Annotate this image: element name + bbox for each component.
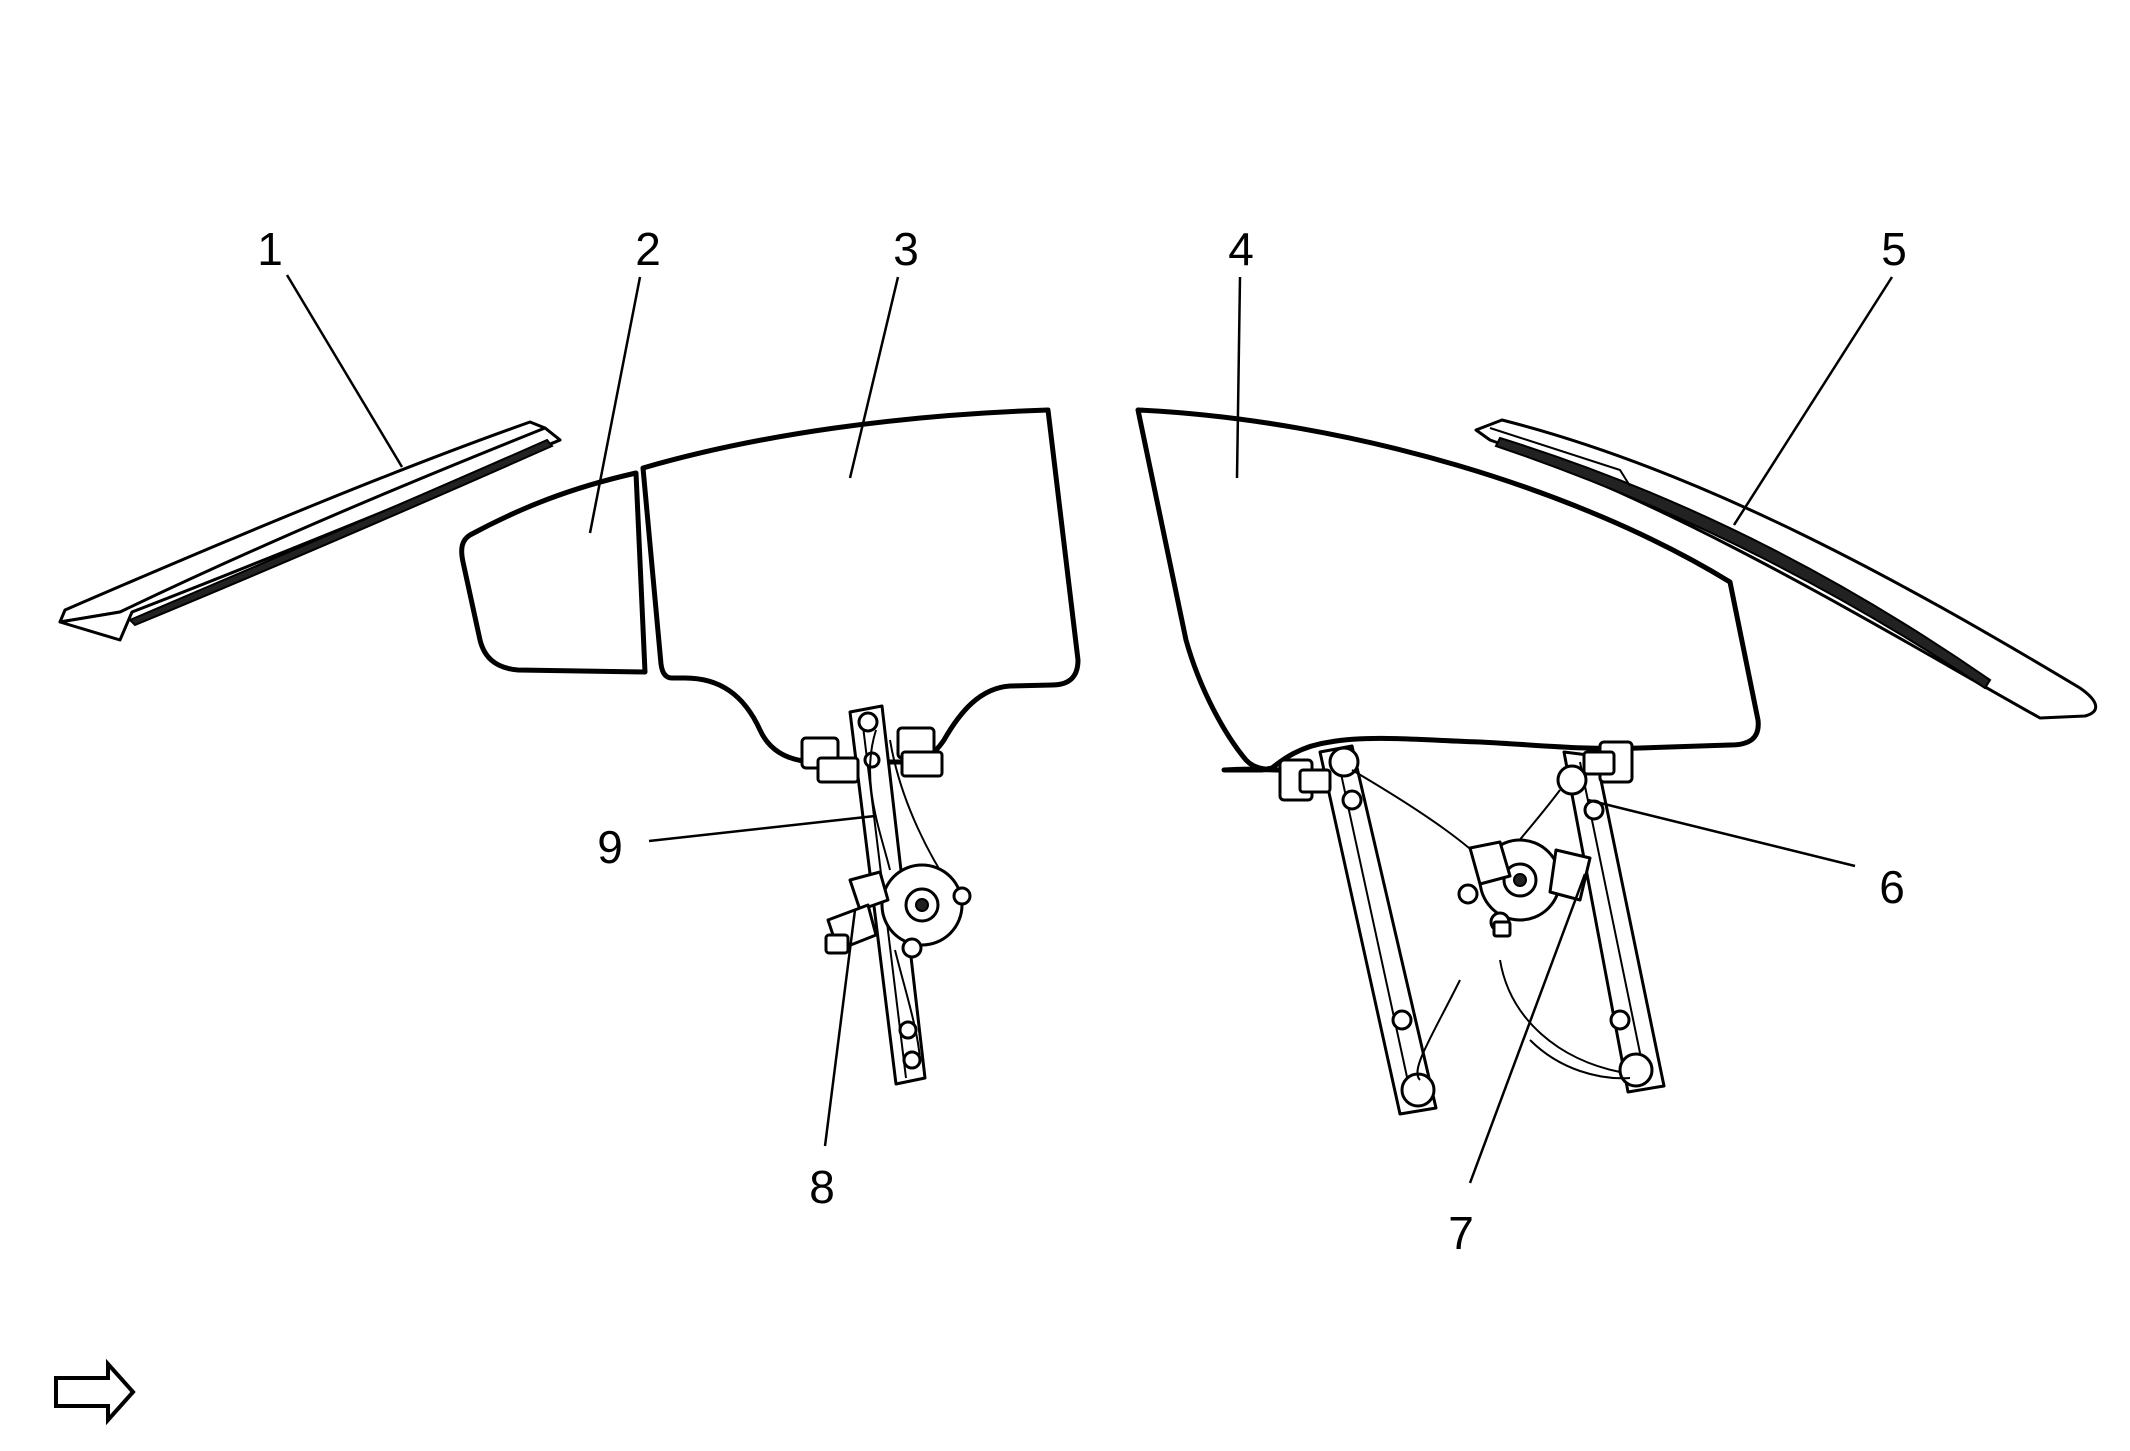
callout-1: 1 [257,223,283,275]
callout-9: 9 [597,821,623,873]
leader-2 [588,276,642,534]
callout-8: 8 [809,1161,835,1213]
part-5-window-molding-right [1474,418,2098,720]
leader-1 [285,274,404,468]
part-2-rear-stationary-glass-left [459,470,648,675]
callout-6: 6 [1879,861,1905,913]
right-window-regulator-assembly [1278,740,1666,1116]
leader-lines [285,274,1894,1184]
left-window-regulator-assembly [800,704,972,1086]
leader-8 [823,909,857,1147]
leader-5 [1732,276,1894,526]
part-4-door-window-glass-right [1135,407,1761,773]
callout-labels: 1 2 3 4 5 6 7 8 9 [257,223,1907,1259]
callout-5: 5 [1881,223,1907,275]
leader-7 [1468,873,1587,1184]
right-arrow-icon [54,1358,136,1426]
callout-7: 7 [1448,1207,1474,1259]
leader-9 [648,814,876,843]
callout-4: 4 [1228,223,1254,275]
part-1-window-molding-left [58,420,562,642]
callout-3: 3 [893,223,919,275]
callout-2: 2 [635,223,661,275]
leader-6 [1587,798,1856,868]
leader-3 [848,276,900,479]
part-3-door-window-glass-left [640,407,1081,765]
leader-4 [1235,276,1242,479]
